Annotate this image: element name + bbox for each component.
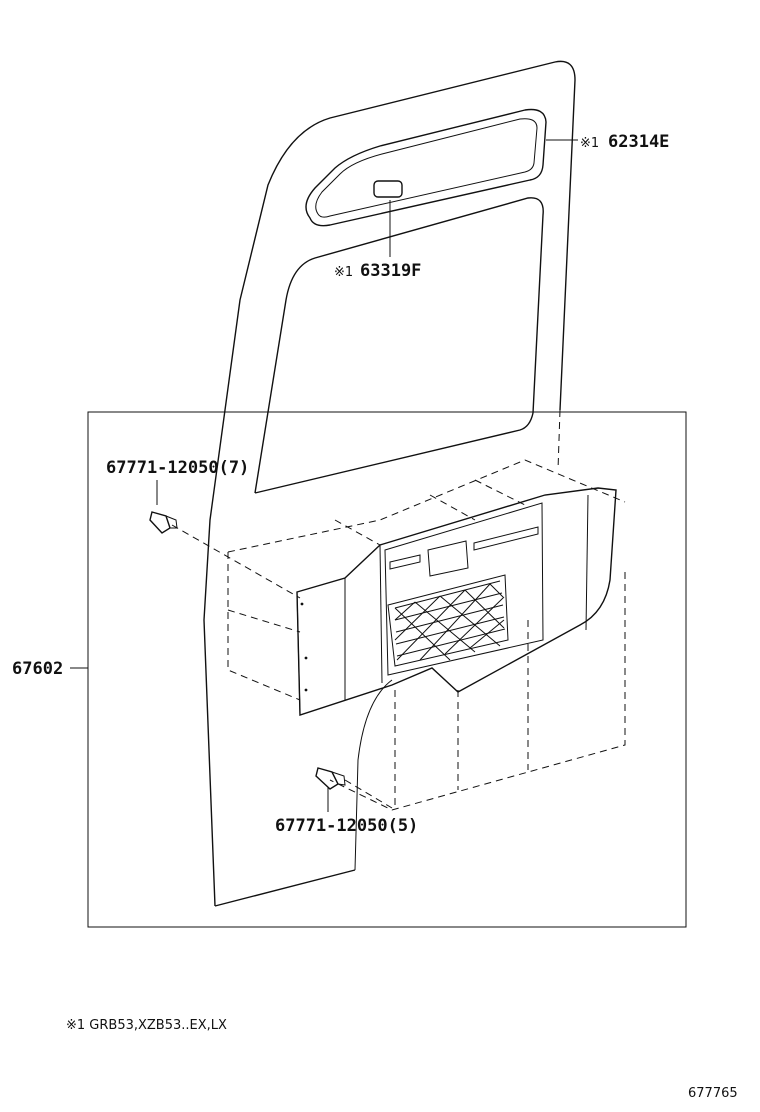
cover-part-number: 63319F bbox=[360, 261, 421, 281]
clip-top-icon bbox=[149, 511, 178, 534]
garnish-part-number: 62314E bbox=[608, 132, 669, 152]
leader-lines bbox=[70, 139, 578, 812]
cover-marker: ※1 bbox=[334, 265, 353, 280]
storage-net bbox=[394, 580, 506, 661]
upper-garnish bbox=[305, 108, 547, 227]
cover-63319f bbox=[373, 180, 403, 198]
footnote: ※1 GRB53,XZB53..EX,LX bbox=[66, 1018, 227, 1033]
garnish-marker: ※1 bbox=[580, 136, 599, 151]
clip-bottom-part-number: 67771-12050(5) bbox=[275, 816, 418, 836]
panel-group-box bbox=[87, 411, 687, 928]
projection-lines bbox=[171, 459, 626, 811]
clip-bottom-icon bbox=[315, 767, 346, 790]
diagram-id: 677765 bbox=[688, 1086, 738, 1101]
panel-part-number: 67602 bbox=[12, 659, 63, 679]
window-frame bbox=[254, 197, 544, 494]
door-outline bbox=[203, 60, 576, 907]
door-trim-panel bbox=[296, 487, 617, 716]
clip-top-part-number: 67771-12050(7) bbox=[106, 458, 249, 478]
